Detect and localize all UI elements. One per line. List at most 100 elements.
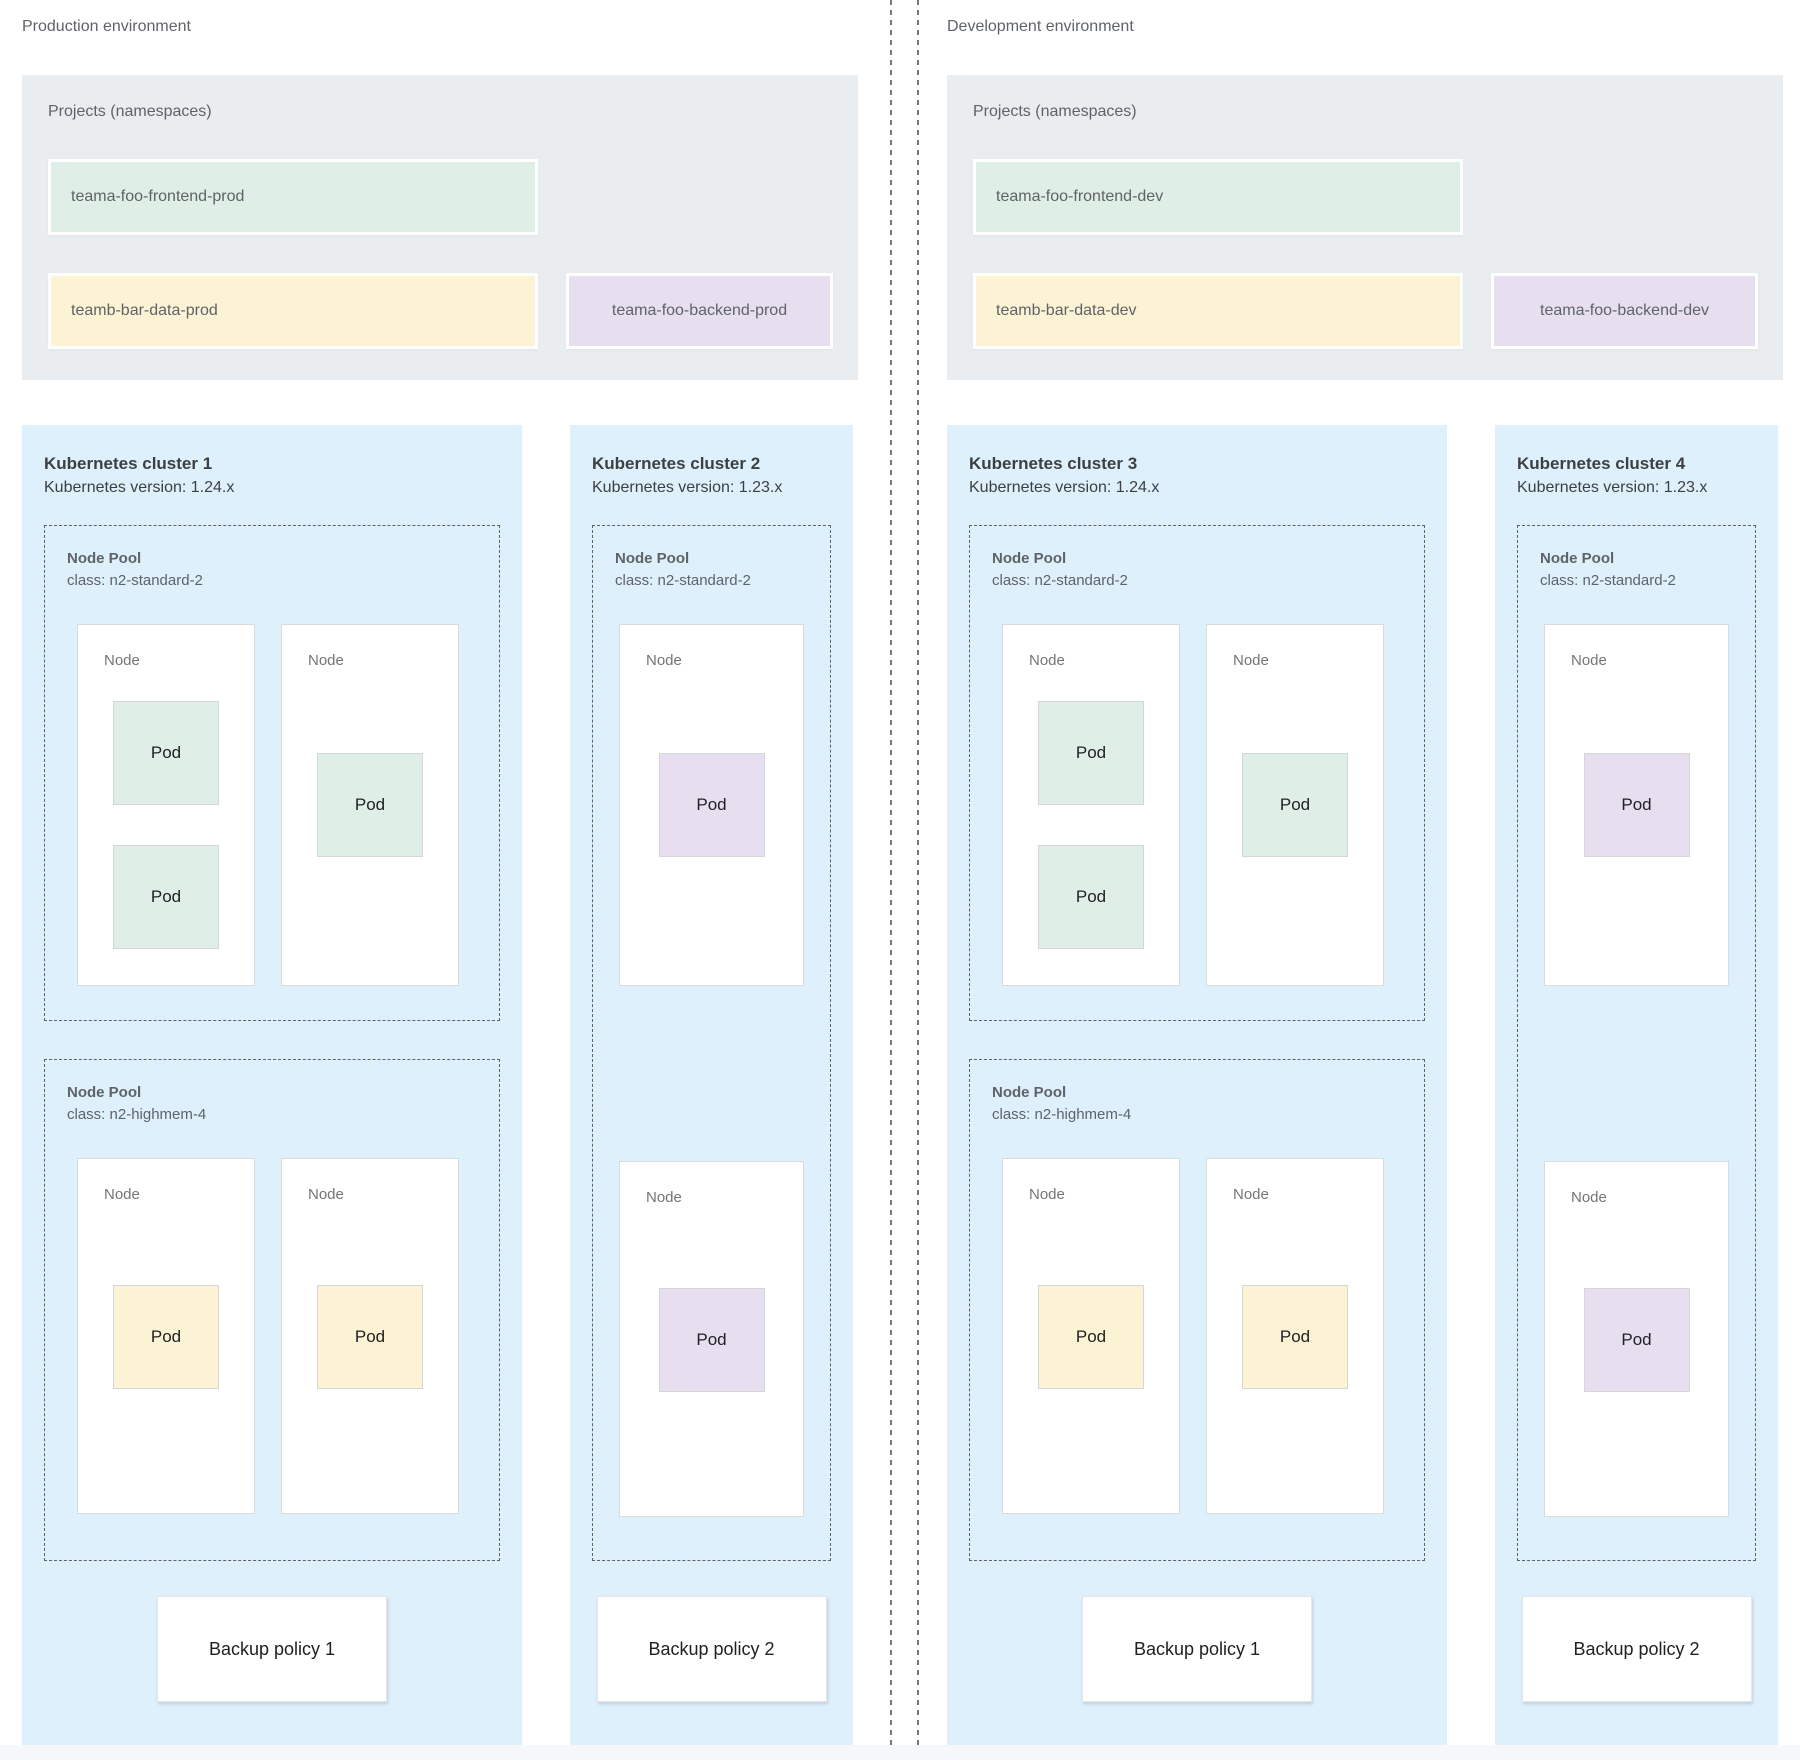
production-environment-title: Production environment [22,18,191,35]
development-projects-box: Projects (namespaces) teama-foo-frontend… [947,75,1783,380]
node-label: Node [308,652,344,669]
cluster-1-version: Kubernetes version: 1.24.x [44,479,235,496]
node-pool-title: Node Pool [615,550,690,567]
node-box: Node Pod Pod [1002,624,1180,986]
projects-namespaces-title: Projects (namespaces) [973,103,1137,120]
cluster-4-title: Kubernetes cluster 4 [1517,454,1686,473]
pod-box: Pod [658,1288,765,1392]
projects-row-1: teama-foo-frontend-dev [973,159,1759,235]
pod-box: Pod [1242,753,1348,857]
project-chip-data-dev: teamb-bar-data-dev [973,273,1463,349]
pod-box: Pod [1038,701,1144,805]
production-projects-box: Projects (namespaces) teama-foo-frontend… [22,75,858,380]
project-chip-data-prod: teamb-bar-data-prod [48,273,538,349]
backup-policy-2-box: Backup policy 2 [596,1596,827,1702]
cluster-2-version: Kubernetes version: 1.23.x [592,479,783,496]
node-label: Node [1029,652,1065,669]
node-box: Node Pod [1544,624,1729,986]
node-box: Node Pod [1206,624,1384,986]
node-box: Node Pod [1544,1161,1729,1517]
cluster-1-node-pool-standard: Node Pool class: n2-standard-2 Node Pod … [44,525,500,1021]
node-box: Node Pod [1206,1158,1384,1514]
node-label: Node [104,652,140,669]
node-pool-class: class: n2-standard-2 [1540,572,1676,589]
node-pool-title: Node Pool [992,550,1067,567]
development-environment-title: Development environment [947,18,1134,35]
node-box: Node Pod [619,1161,804,1517]
pod-box: Pod [113,845,219,949]
node-pool-nodes: Node Pod Node Pod [1002,1158,1424,1514]
node-box: Node Pod [281,624,459,986]
node-label: Node [1233,652,1269,669]
pod-box: Pod [113,1285,219,1389]
node-pool-nodes: Node Pod Pod Node Pod [1002,624,1424,986]
node-pool-title: Node Pool [992,1084,1067,1101]
node-pool-title: Node Pool [67,550,142,567]
pod-box: Pod [1242,1285,1348,1389]
node-label: Node [1029,1186,1065,1203]
backup-policy-2-box: Backup policy 2 [1521,1596,1752,1702]
cluster-4-version: Kubernetes version: 1.23.x [1517,479,1708,496]
node-pool-class: class: n2-standard-2 [67,572,203,589]
cluster-3-node-pool-standard: Node Pool class: n2-standard-2 Node Pod … [969,525,1425,1021]
cluster-card-3: Kubernetes cluster 3 Kubernetes version:… [947,425,1447,1745]
cluster-2-title: Kubernetes cluster 2 [592,454,761,473]
pod-box: Pod [113,701,219,805]
node-pool-nodes: Node Pod Node Pod [1518,624,1755,1517]
environment-divider-line [917,0,919,1760]
cluster-card-1: Kubernetes cluster 1 Kubernetes version:… [22,425,522,1745]
pod-box: Pod [1038,845,1144,949]
pod-box: Pod [317,1285,423,1389]
cluster-3-version: Kubernetes version: 1.24.x [969,479,1160,496]
node-box: Node Pod [1002,1158,1180,1514]
node-box: Node Pod [619,624,804,986]
backup-policy-1-box: Backup policy 1 [1082,1596,1312,1702]
node-pool-class: class: n2-highmem-4 [992,1106,1132,1123]
pod-box: Pod [1583,753,1690,857]
node-label: Node [104,1186,140,1203]
node-pool-class: class: n2-highmem-4 [67,1106,207,1123]
page-bottom-strip [0,1745,1800,1760]
project-chip-frontend-prod: teama-foo-frontend-prod [48,159,538,235]
cluster-2-node-pool-standard: Node Pool class: n2-standard-2 Node Pod … [592,525,831,1561]
cluster-3-title: Kubernetes cluster 3 [969,454,1138,473]
node-pool-class: class: n2-standard-2 [615,572,751,589]
node-pool-nodes: Node Pod Node Pod [77,1158,499,1514]
node-box: Node Pod [77,1158,255,1514]
development-environment-panel: Development environment Projects (namesp… [925,0,1800,1745]
development-clusters-row: Kubernetes cluster 3 Kubernetes version:… [947,425,1800,1745]
pod-box: Pod [1038,1285,1144,1389]
project-chip-backend-dev: teama-foo-backend-dev [1491,273,1758,349]
node-label: Node [1571,652,1607,669]
node-pool-title: Node Pool [1540,550,1615,567]
projects-row-1: teama-foo-frontend-prod [48,159,834,235]
node-label: Node [646,1189,682,1206]
projects-row-2: teamb-bar-data-dev teama-foo-backend-dev [973,273,1759,349]
node-pool-title: Node Pool [67,1084,142,1101]
node-label: Node [1571,1189,1607,1206]
node-label: Node [308,1186,344,1203]
cluster-card-4: Kubernetes cluster 4 Kubernetes version:… [1495,425,1778,1745]
backup-policy-1-box: Backup policy 1 [157,1596,387,1702]
node-pool-nodes: Node Pod Pod Node Pod [77,624,499,986]
cluster-4-node-pool-standard: Node Pool class: n2-standard-2 Node Pod … [1517,525,1756,1561]
pod-box: Pod [658,753,765,857]
project-chip-backend-prod: teama-foo-backend-prod [566,273,833,349]
node-box: Node Pod [281,1158,459,1514]
cluster-3-node-pool-highmem: Node Pool class: n2-highmem-4 Node Pod N… [969,1059,1425,1561]
projects-namespaces-title: Projects (namespaces) [48,103,212,120]
node-label: Node [1233,1186,1269,1203]
node-pool-class: class: n2-standard-2 [992,572,1128,589]
production-clusters-row: Kubernetes cluster 1 Kubernetes version:… [22,425,875,1745]
node-box: Node Pod Pod [77,624,255,986]
node-label: Node [646,652,682,669]
pod-box: Pod [1583,1288,1690,1392]
cluster-1-title: Kubernetes cluster 1 [44,454,213,473]
project-chip-frontend-dev: teama-foo-frontend-dev [973,159,1463,235]
pod-box: Pod [317,753,423,857]
cluster-card-2: Kubernetes cluster 2 Kubernetes version:… [570,425,853,1745]
production-environment-panel: Production environment Projects (namespa… [0,0,875,1745]
projects-row-2: teamb-bar-data-prod teama-foo-backend-pr… [48,273,834,349]
node-pool-nodes: Node Pod Node Pod [593,624,830,1517]
